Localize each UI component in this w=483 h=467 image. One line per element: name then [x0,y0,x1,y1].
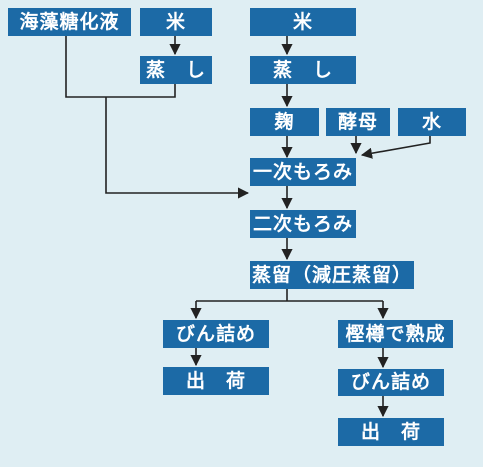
node-yeast: 酵母 [326,108,390,136]
node-koji: 麹 [250,108,319,136]
node-bottling-a: びん詰め [163,320,269,348]
node-steam-left: 蒸 し [140,56,212,84]
node-rice-main: 米 [250,8,356,36]
node-water: 水 [398,108,466,136]
arrow-merge-to-moromi2 [105,97,250,199]
line-seaweed-down [65,36,106,98]
node-bottling-b: びん詰め [338,369,444,396]
node-distill: 蒸留（減圧蒸留） [250,261,414,289]
node-ship-b: 出 荷 [338,418,444,446]
node-moromi-1: 一次もろみ [250,158,356,186]
arrow-water-to-moromi1 [360,136,431,159]
node-moromi-2: 二次もろみ [250,210,356,238]
node-seaweed-syrup: 海藻糖化液 [8,8,131,36]
node-rice-left: 米 [140,8,212,36]
node-steam-main: 蒸 し [250,56,356,84]
line-steam-left-down [106,84,176,98]
node-ship-a: 出 荷 [163,367,269,395]
node-cask: 樫樽で熟成 [338,320,453,348]
